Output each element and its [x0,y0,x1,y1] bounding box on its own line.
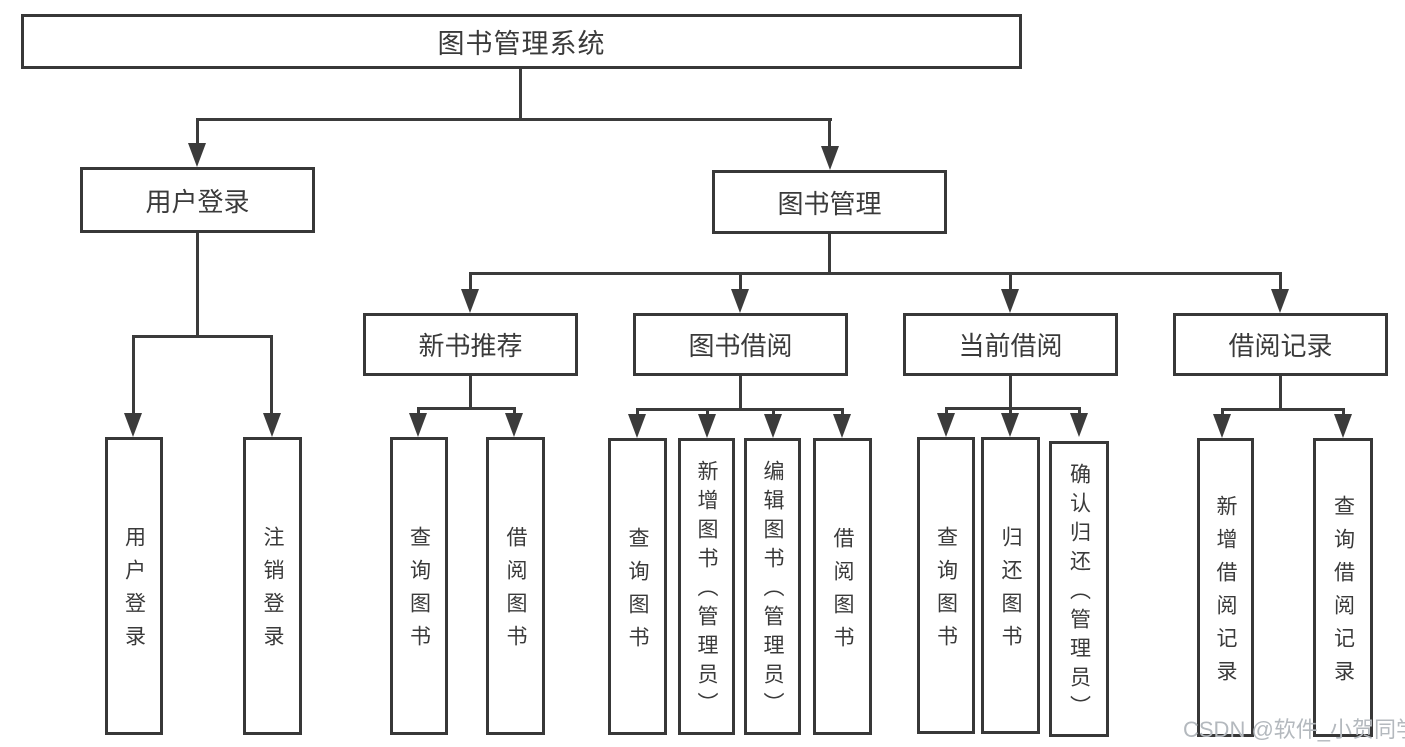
leaf-confirm-return-admin-label: 确认归还（管理员） [1067,462,1091,724]
connector-line [1279,376,1282,408]
connector-arrowhead [1334,414,1352,438]
leaf-query-borrow-record-label: 查询借阅记录 [1331,494,1355,693]
connector-line [417,407,516,410]
leaf-user-login: 用户登录 [105,437,163,735]
leaf-borrow-books-1-label: 借阅图书 [504,526,527,658]
connector-line [945,407,1081,410]
connector-line [469,376,472,407]
leaf-query-borrow-record: 查询借阅记录 [1313,438,1373,737]
connector-line [196,233,199,335]
node-book-borrowing-label: 图书借阅 [688,331,793,361]
leaf-confirm-return-admin: 确认归还（管理员） [1049,441,1109,737]
connector-line [1009,376,1012,407]
connector-arrowhead [698,414,716,438]
node-root: 图书管理系统 [21,14,1022,69]
connector-arrowhead [731,289,749,313]
leaf-borrow-books-2: 借阅图书 [813,438,872,735]
leaf-query-books-2: 查询图书 [608,438,667,735]
connector-line [1221,408,1224,416]
connector-arrowhead [628,414,646,438]
leaf-query-books-2-label: 查询图书 [626,526,649,659]
connector-line [636,408,639,416]
leaf-return-book: 归还图书 [981,437,1040,734]
connector-line [132,335,135,415]
node-root-label: 图书管理系统 [437,29,606,59]
connector-arrowhead [1271,289,1289,313]
connector-arrowhead [124,413,142,437]
leaf-query-books-3-label: 查询图书 [934,525,958,658]
connector-line [196,118,832,121]
node-user-login: 用户登录 [80,167,315,233]
connector-arrowhead [461,289,479,313]
node-current-borrowing-label: 当前借阅 [958,331,1063,361]
connector-line [1009,407,1012,416]
connector-line [841,408,844,416]
connector-line [706,408,709,416]
connector-arrowhead [1070,413,1088,437]
connector-line [196,118,199,146]
connector-arrowhead [937,413,955,437]
connector-arrowhead [1001,289,1019,313]
leaf-user-login-label: 用户登录 [122,526,146,658]
node-borrowing-records: 借阅记录 [1173,313,1388,376]
connector-line [1078,407,1081,416]
leaf-borrow-books-1: 借阅图书 [486,437,545,735]
connector-line [1221,408,1345,411]
node-new-book-recommend-label: 新书推荐 [418,331,523,361]
connector-line [945,407,948,416]
connector-line [417,407,420,416]
connector-line [636,408,844,411]
connector-arrowhead [263,413,281,437]
leaf-edit-book-admin: 编辑图书（管理员） [744,438,801,735]
connector-arrowhead [821,146,839,170]
connector-arrowhead [505,413,523,437]
leaf-query-books-1-label: 查询图书 [407,526,431,658]
connector-arrowhead [764,414,782,438]
connector-line [270,335,273,415]
connector-line [513,407,516,416]
node-new-book-recommend: 新书推荐 [363,313,578,376]
watermark: CSDN @软件_小贺同学 [1183,717,1405,742]
leaf-logout-label: 注销登录 [261,526,284,658]
connector-arrowhead [409,413,427,437]
connector-line [469,272,1282,275]
connector-arrowhead [833,414,851,438]
leaf-add-book-admin: 新增图书（管理员） [678,438,735,735]
connector-line [519,69,522,118]
connector-line [739,376,742,408]
connector-arrowhead [188,143,206,167]
connector-line [469,272,472,292]
leaf-return-book-label: 归还图书 [999,525,1022,658]
node-current-borrowing: 当前借阅 [903,313,1118,376]
connector-line [1009,272,1012,292]
node-book-management-label: 图书管理 [777,188,882,219]
leaf-logout: 注销登录 [243,437,302,735]
connector-line [828,118,831,149]
connector-arrowhead [1213,414,1231,438]
connector-arrowhead [1001,413,1019,437]
leaf-add-borrow-record: 新增借阅记录 [1197,438,1254,737]
leaf-add-book-admin-label: 新增图书（管理员） [695,460,718,721]
node-book-management: 图书管理 [712,170,947,234]
leaf-add-borrow-record-label: 新增借阅记录 [1214,494,1237,693]
connector-line [828,234,831,272]
leaf-borrow-books-2-label: 借阅图书 [831,526,854,659]
leaf-query-books-1: 查询图书 [390,437,448,735]
leaf-edit-book-admin-label: 编辑图书（管理员） [761,460,784,721]
leaf-query-books-3: 查询图书 [917,437,975,734]
connector-line [1279,272,1282,292]
node-book-borrowing: 图书借阅 [633,313,848,376]
connector-line [132,335,273,338]
node-borrowing-records-label: 借阅记录 [1228,331,1333,361]
connector-line [739,272,742,292]
connector-line [1342,408,1345,416]
connector-line [772,408,775,416]
node-user-login-label: 用户登录 [145,186,250,217]
